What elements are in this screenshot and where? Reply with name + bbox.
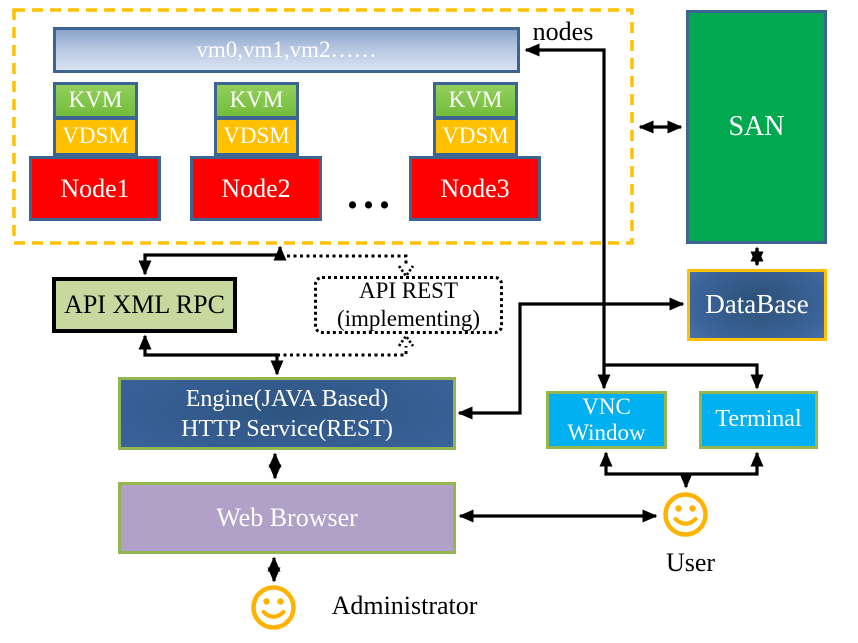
node-label-3: Node3: [440, 173, 510, 203]
api-xml-rpc-label: API XML RPC: [64, 290, 225, 320]
smiley-face-icon: [251, 585, 296, 630]
database-box: DataBase: [687, 269, 827, 341]
web-browser-label: Web Browser: [216, 503, 358, 533]
vdsm-box-3: VDSM: [433, 117, 518, 156]
node-box-2: Node2: [190, 156, 322, 221]
nodes-cluster-label: nodes: [532, 17, 594, 46]
san-label: SAN: [728, 110, 785, 142]
kvm-box-3: KVM: [433, 82, 518, 119]
engine-label-line2: HTTP Service(REST): [181, 415, 393, 442]
web-browser-box: Web Browser: [118, 482, 456, 554]
vm-bar-label: vm0,vm1,vm2……: [196, 36, 377, 62]
arrow-user-vnc-terminal: [599, 451, 764, 476]
vdsm-box-2: VDSM: [214, 117, 299, 156]
api-rest-box: API REST (implementing): [314, 276, 503, 334]
api-xml-rpc-box: API XML RPC: [52, 277, 237, 333]
api-rest-label-line1: API REST: [358, 278, 459, 304]
smiley-face-icon: [663, 492, 708, 537]
kvm-box-2: KVM: [214, 82, 299, 119]
vnc-label-line2: Window: [567, 420, 646, 445]
dotted-arrowhead-api-rest-top: [397, 265, 415, 279]
kvm-label-1: KVM: [68, 87, 123, 113]
vdsm-label-3: VDSM: [442, 123, 509, 149]
arrow-api-xml-rpc-engine: [138, 334, 284, 376]
arrow-route-nodes-to-terminal: [604, 363, 764, 390]
more-nodes-ellipsis: ...: [347, 169, 395, 219]
administrator-label: Administrator: [331, 591, 478, 620]
san-box: SAN: [686, 10, 827, 244]
api-rest-label-line2: (implementing): [336, 306, 481, 331]
node-label-2: Node2: [221, 173, 291, 203]
kvm-label-2: KVM: [229, 87, 284, 113]
kvm-label-3: KVM: [448, 87, 503, 113]
terminal-box: Terminal: [699, 391, 818, 449]
user-label: User: [665, 548, 716, 577]
database-label: DataBase: [705, 289, 809, 320]
vm-bar: vm0,vm1,vm2……: [53, 27, 520, 73]
engine-label-line1: Engine(JAVA Based): [185, 385, 389, 412]
vdsm-label-1: VDSM: [62, 123, 129, 149]
dotted-arrowhead-api-rest-bottom: [397, 333, 415, 347]
kvm-box-1: KVM: [53, 82, 138, 119]
user-smiley-icon: [662, 491, 709, 538]
administrator-smiley-icon: [250, 584, 297, 631]
node-label-1: Node1: [60, 173, 130, 203]
node-box-1: Node1: [29, 156, 161, 221]
vdsm-label-2: VDSM: [223, 123, 290, 149]
vdsm-box-1: VDSM: [53, 117, 138, 156]
vnc-window-box: VNC Window: [546, 391, 667, 449]
arrow-cluster-api-xml-rpc: [138, 245, 287, 276]
dotted-line-cluster-api-rest: [287, 254, 408, 266]
engine-box: Engine(JAVA Based) HTTP Service(REST): [118, 377, 456, 450]
dotted-line-engine-api-rest: [277, 346, 408, 357]
node-box-3: Node3: [409, 156, 541, 221]
terminal-label: Terminal: [715, 406, 802, 433]
vnc-label-line1: VNC: [582, 393, 631, 419]
